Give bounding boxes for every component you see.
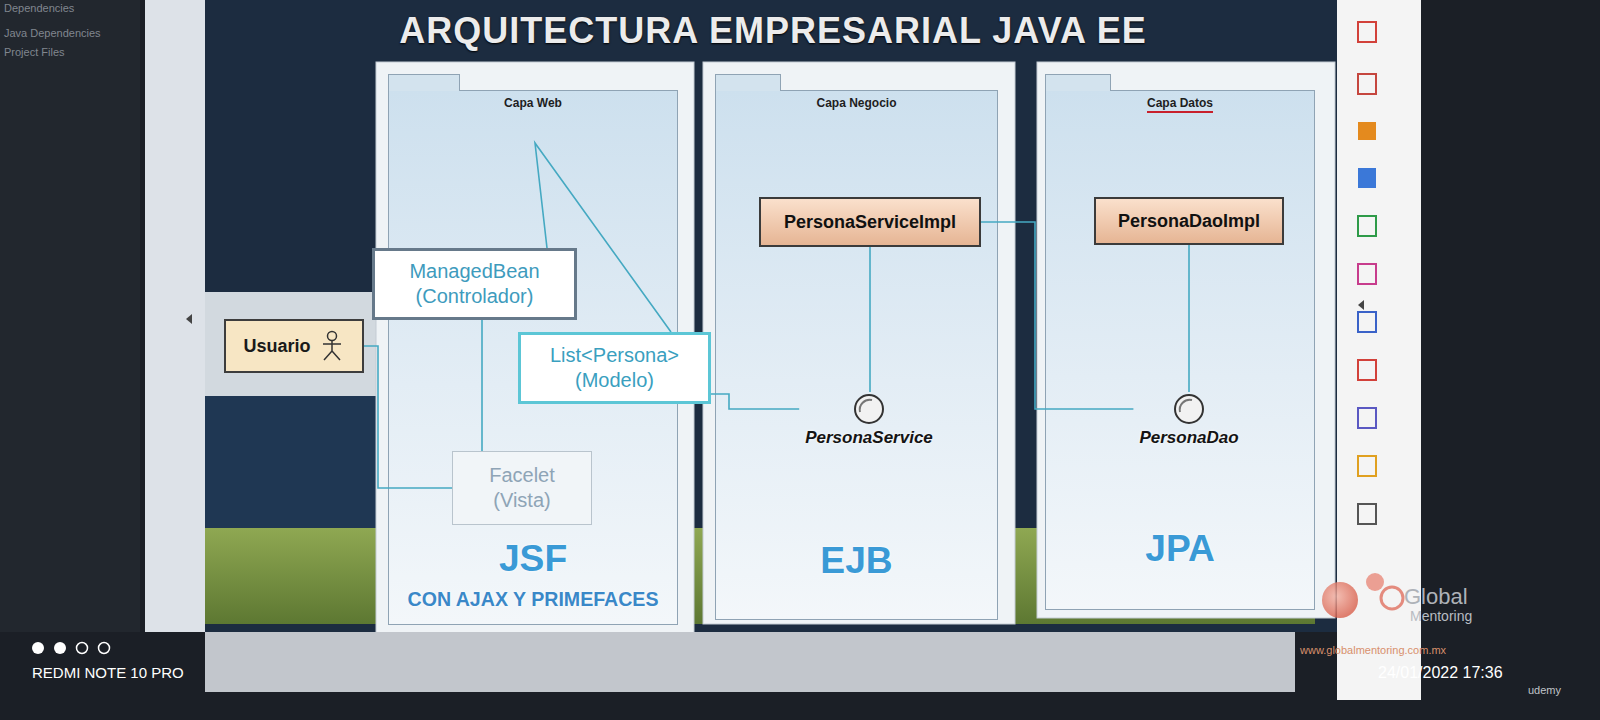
class-box: Facelet (Vista) xyxy=(452,451,592,525)
technology-subtitle: CON AJAX Y PRIMEFACES xyxy=(389,588,677,611)
slide-band xyxy=(205,396,380,528)
ide-sidebar xyxy=(0,0,140,632)
slide-band xyxy=(205,292,380,396)
class-name: PersonaDaoImpl xyxy=(1118,210,1260,233)
interface-symbol: PersonaDao xyxy=(1133,392,1244,448)
bottom-strip xyxy=(205,632,1295,692)
toolbar-icon xyxy=(1358,168,1376,188)
platform-watermark: udemy xyxy=(1528,684,1561,697)
class-box: ManagedBean (Controlador) xyxy=(372,248,577,320)
connector-line xyxy=(1188,245,1190,392)
package-layer: Capa WebJSF CON AJAX Y PRIMEFACES ManagedB… xyxy=(388,90,678,625)
globe-logo xyxy=(1366,573,1384,591)
class-name: Facelet (Vista) xyxy=(489,463,555,513)
actor-name: Usuario xyxy=(243,336,310,357)
photo-timestamp: 24/01/2022 17:36 xyxy=(1378,663,1503,682)
interface-symbol: PersonaService xyxy=(799,392,939,448)
toolbar-icon xyxy=(1358,122,1376,140)
actor-figure xyxy=(319,330,345,362)
page-dot xyxy=(54,642,66,654)
collapse-arrow xyxy=(186,314,192,324)
ide-tree-item: Java Dependencies xyxy=(4,27,101,40)
globe-logo xyxy=(1322,582,1358,618)
class-name: PersonaServiceImpl xyxy=(784,211,956,234)
package-layer: Capa DatosJPA PersonaDaoImplPersonaDao xyxy=(1045,90,1315,610)
package-name: Capa Negocio xyxy=(816,96,896,110)
connector-line xyxy=(481,320,483,451)
interface-circle xyxy=(1172,392,1206,426)
interface-name: PersonaDao xyxy=(1139,428,1238,448)
actor-body xyxy=(323,341,341,361)
ide-tree-item: Project Files xyxy=(4,46,65,59)
toolbar-icon xyxy=(1358,312,1376,332)
toolbar-icon xyxy=(1358,22,1376,42)
page-dot xyxy=(32,642,44,654)
watermark-text: Global xyxy=(1404,584,1468,610)
interface-circle-shade xyxy=(1180,400,1192,412)
watermark-text: Mentoring xyxy=(1410,608,1472,625)
toolbar-icon xyxy=(1358,456,1376,476)
package-name: Capa Web xyxy=(504,96,562,110)
slide-strip xyxy=(145,0,205,632)
class-name: ManagedBean (Controlador) xyxy=(409,259,539,309)
class-name: List<Persona> (Modelo) xyxy=(550,343,679,393)
package-tab xyxy=(715,74,781,91)
page-dot xyxy=(99,643,110,654)
toolbar-icon xyxy=(1358,264,1376,284)
package-tab xyxy=(1045,74,1111,91)
technology-label: EJB xyxy=(716,539,997,582)
toolbar-icon xyxy=(1358,504,1376,524)
page-dot xyxy=(77,643,88,654)
toolbar-icon xyxy=(1358,216,1376,236)
class-box: PersonaServiceImpl xyxy=(759,197,981,247)
toolbar-icon xyxy=(1358,360,1376,380)
toolbar-icon xyxy=(1358,408,1376,428)
toolbar-icon xyxy=(1358,74,1376,94)
technology-label: JSF xyxy=(389,537,677,580)
interface-circle-shade xyxy=(860,400,872,412)
package-name: Capa Datos xyxy=(1147,96,1213,113)
package-tab xyxy=(388,74,460,91)
class-box: List<Persona> (Modelo) xyxy=(518,332,711,404)
camera-watermark: REDMI NOTE 10 PRO xyxy=(32,664,184,682)
technology-label: JPA xyxy=(1046,527,1314,570)
package-frame xyxy=(703,62,1015,624)
interface-circle-outline xyxy=(855,395,883,423)
actor-box: Usuario xyxy=(224,319,364,373)
collapse-arrow xyxy=(1358,300,1364,310)
connector-line xyxy=(869,247,871,392)
class-box: PersonaDaoImpl xyxy=(1094,197,1284,245)
globe-logo xyxy=(1381,587,1403,609)
slide-title: ARQUITECTURA EMPRESARIAL JAVA EE xyxy=(0,10,1546,52)
watermark-url: www.globalmentoring.com.mx xyxy=(1300,644,1446,657)
interface-circle-outline xyxy=(1175,395,1203,423)
actor-head xyxy=(327,332,336,341)
interface-name: PersonaService xyxy=(805,428,933,448)
package-layer: Capa NegocioEJB PersonaServiceImplPersona… xyxy=(715,90,998,620)
package-frame xyxy=(1037,62,1335,618)
ide-tree-item: Dependencies xyxy=(4,2,74,15)
interface-circle xyxy=(852,392,886,426)
slide-area xyxy=(145,0,1337,632)
